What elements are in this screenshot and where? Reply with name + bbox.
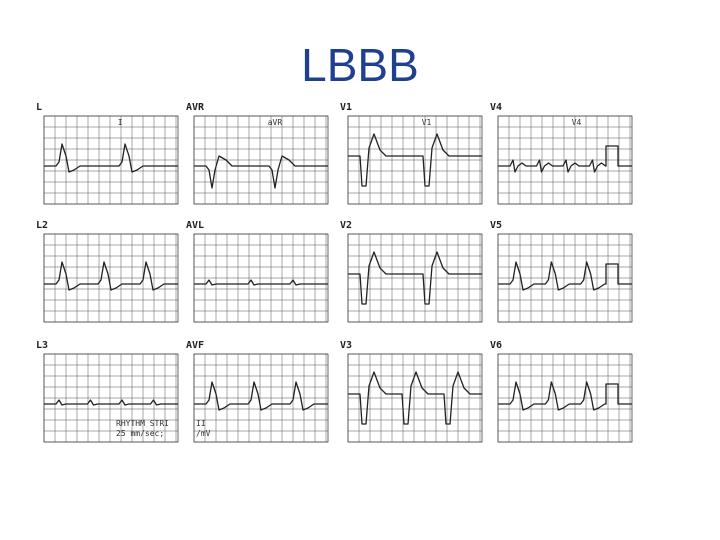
ecg-trace <box>194 381 328 411</box>
grid-border <box>347 233 483 323</box>
ecg-trace <box>44 143 178 173</box>
lead-label: AVF <box>186 340 204 351</box>
ecg-trace <box>194 279 328 286</box>
grid-border <box>43 233 179 323</box>
slide-title: LBBB <box>301 39 419 91</box>
lead-label: L2 <box>36 220 48 231</box>
rhythm-strip-line1: RHYTHM STRI <box>116 419 169 428</box>
grid-border <box>43 353 179 443</box>
lead-label: V5 <box>490 220 502 231</box>
rhythm-strip-unit: /mV <box>196 429 211 438</box>
grid-border <box>193 233 329 323</box>
rhythm-strip-lead: II <box>196 419 206 428</box>
lead-panel-v3: V3 <box>340 340 483 443</box>
ecg-trace <box>44 399 178 406</box>
lead-inset-label: I <box>118 118 123 127</box>
grid-border <box>347 115 483 205</box>
lead-label: L <box>36 102 42 113</box>
ecg-trace <box>498 261 632 291</box>
lead-label: V2 <box>340 220 352 231</box>
lead-label: V4 <box>490 102 502 113</box>
grid-border <box>497 233 633 323</box>
lead-inset-label: V1 <box>422 118 432 127</box>
ecg-trace <box>348 371 482 425</box>
grid-border <box>193 115 329 205</box>
grid-border <box>497 353 633 443</box>
ecg-trace <box>194 155 328 189</box>
grid-border <box>497 115 633 205</box>
lead-panel-v5: V5 <box>490 220 633 323</box>
ecg-trace <box>44 261 178 291</box>
ecg-trace <box>498 381 632 411</box>
lead-panel-v6: V6 <box>490 340 633 443</box>
ecg-trace <box>498 145 632 173</box>
lead-inset-label: aVR <box>268 118 283 127</box>
lead-panel-avf: AVF <box>186 340 329 443</box>
lead-label: AVL <box>186 220 204 231</box>
ecg-trace <box>348 133 482 187</box>
grid-border <box>43 115 179 205</box>
lead-panel-l3: L3 <box>36 340 179 443</box>
ecg-trace <box>348 251 482 305</box>
lead-inset-label: V4 <box>572 118 582 127</box>
lead-panel-avr: AVR aVR <box>186 102 329 205</box>
grid-border <box>193 353 329 443</box>
grid-border <box>347 353 483 443</box>
lead-label: V3 <box>340 340 352 351</box>
lead-label: V6 <box>490 340 502 351</box>
lead-panel-v2: V2 <box>340 220 483 323</box>
lead-label: AVR <box>186 102 205 113</box>
lead-panel-l: LI <box>36 102 179 205</box>
rhythm-strip-line2: 25 mm/sec; <box>116 429 164 438</box>
lead-label: L3 <box>36 340 48 351</box>
lead-panel-avl: AVL <box>186 220 329 323</box>
lead-panel-l2: L2 <box>36 220 179 323</box>
lead-label: V1 <box>340 102 352 113</box>
